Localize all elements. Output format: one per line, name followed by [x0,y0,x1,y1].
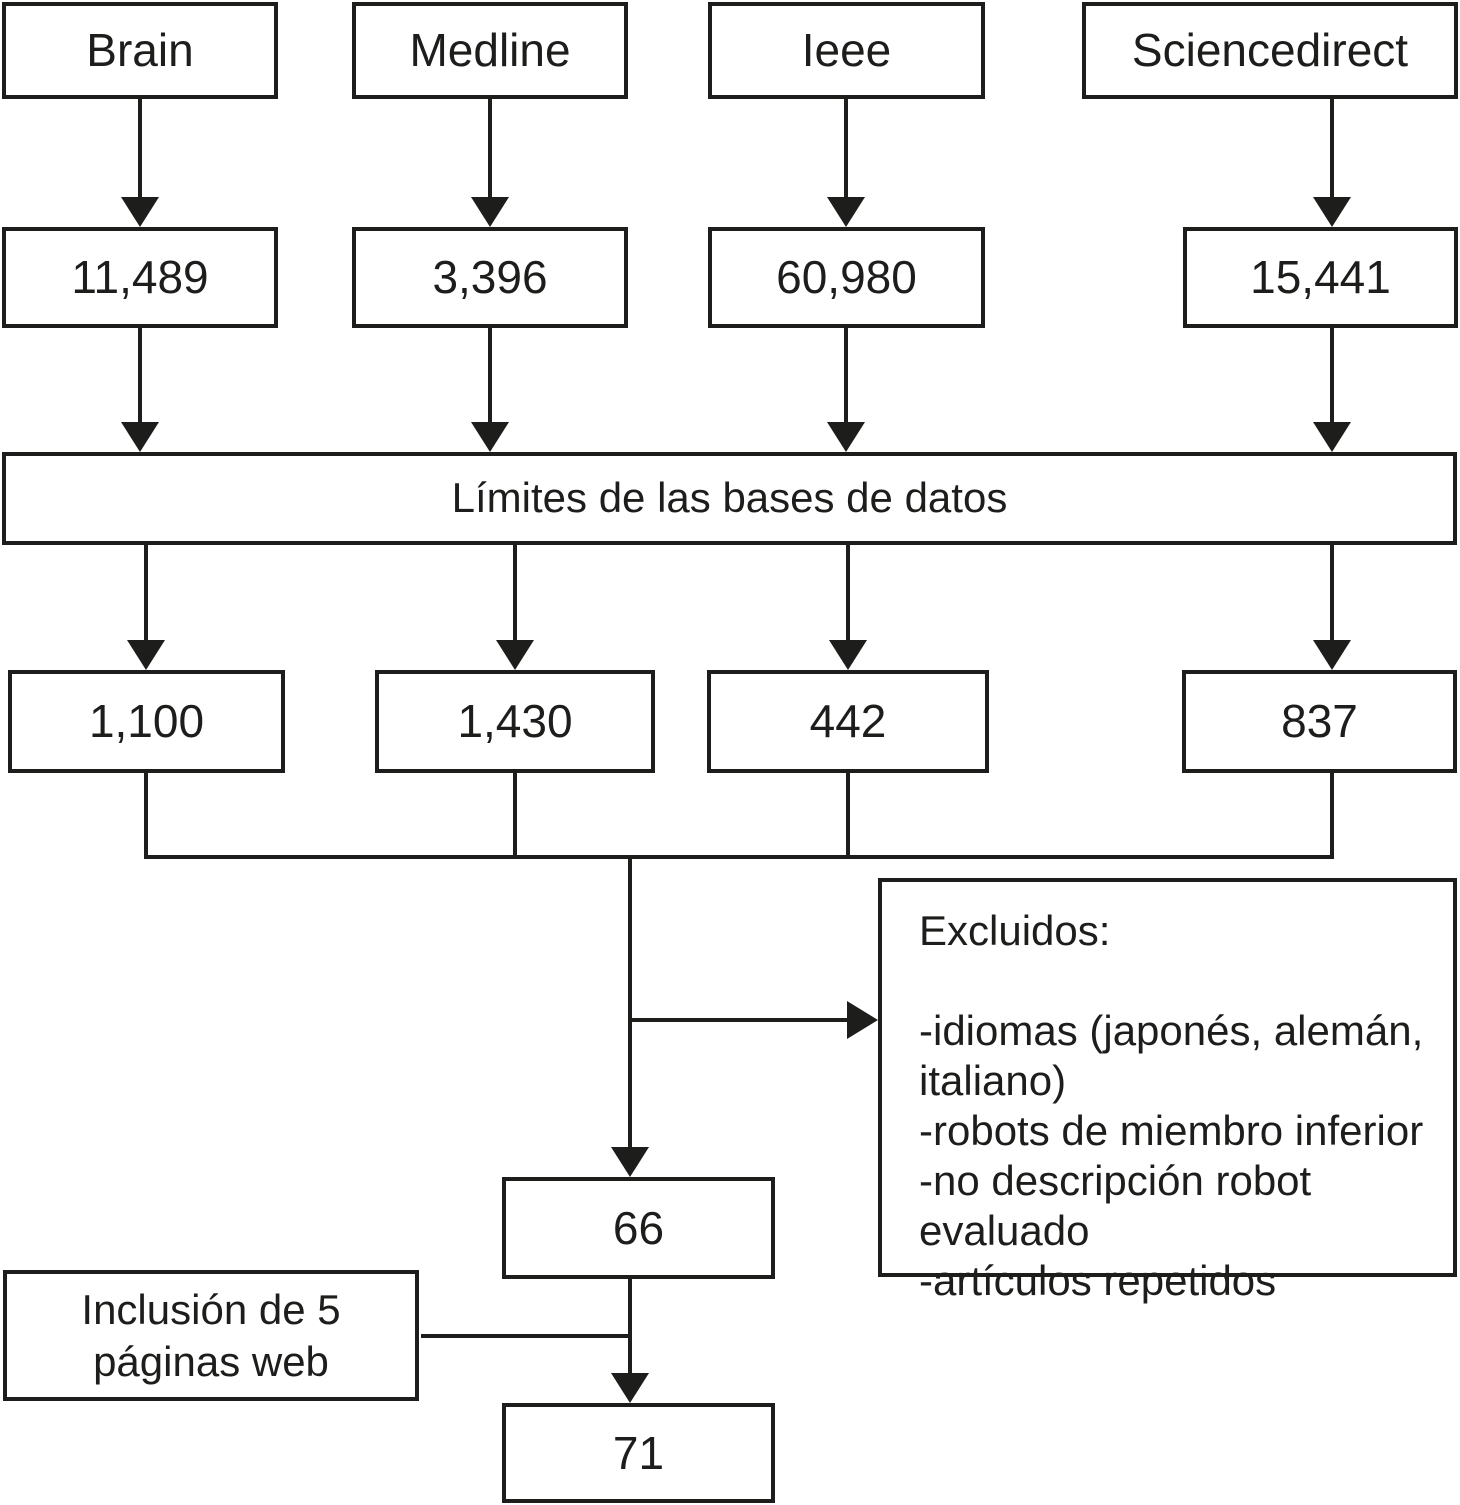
arrow-limits-to-sciencedirect-filtered [1313,545,1351,670]
count-value: 15,441 [1250,251,1391,304]
count-value: 66 [612,1201,665,1254]
limits-bar: Límites de las bases de datos [2,452,1457,545]
excluded-title: Excluidos: [919,907,1111,954]
arrow-sciencedirect-count-to-limits [1313,328,1351,452]
arrow-ieee-to-count [827,99,865,227]
source-box-ieee: Ieee [708,2,985,99]
source-box-sciencedirect: Sciencedirect [1082,2,1458,99]
count-box-medline-initial: 3,396 [352,227,628,328]
arrow-66-to-71 [611,1279,649,1403]
count-box-sciencedirect-filtered: 837 [1182,670,1457,773]
excluded-box: Excluidos: -idiomas (japonés, alemán, it… [878,878,1457,1304]
arrow-merge-to-66 [611,855,649,1177]
source-label: Brain [86,24,194,77]
arrow-limits-to-ieee-filtered [829,545,867,670]
count-box-brain-initial: 11,489 [2,227,278,328]
arrow-limits-to-medline-filtered [496,545,534,670]
arrow-brain-count-to-limits [121,328,159,452]
count-value: 1,100 [88,695,205,748]
count-value: 3,396 [432,251,548,304]
count-box-ieee-initial: 60,980 [708,227,985,328]
count-value: 11,489 [71,251,209,304]
arrow-ieee-count-to-limits [827,328,865,452]
excluded-line: italiano) [919,1057,1067,1104]
arrow-sciencedirect-to-count [1313,99,1351,227]
source-box-medline: Medline [352,2,628,99]
count-box-sciencedirect-initial: 15,441 [1183,227,1458,328]
excluded-line: evaluado [919,1207,1090,1254]
web-inclusion-line: Inclusión de 5 [81,1285,341,1333]
count-value: 71 [612,1426,665,1479]
arrow-medline-count-to-limits [471,328,509,452]
arrow-to-excluded [628,1001,878,1039]
arrow-limits-to-brain-filtered [127,545,165,670]
web-inclusion-line: páginas web [93,1337,329,1385]
source-label: Sciencedirect [1131,24,1409,77]
count-value: 442 [809,695,887,748]
count-value: 60,980 [776,251,917,304]
source-label: Medline [409,24,571,77]
web-inclusion-box: Inclusión de 5 páginas web [3,1270,419,1401]
source-box-brain: Brain [2,2,278,99]
excluded-line: -no descripción robot [919,1157,1312,1204]
arrow-medline-to-count [471,99,509,227]
count-box-final: 71 [502,1403,775,1503]
count-box-medline-filtered: 1,430 [375,670,655,773]
count-value: 837 [1281,695,1358,748]
excluded-line: -artículos repetidos [919,1257,1277,1304]
arrow-brain-to-count [121,99,159,227]
excluded-line: -idiomas (japonés, alemán, [919,1007,1424,1054]
source-label: Ieee [801,24,892,77]
count-box-ieee-filtered: 442 [707,670,989,773]
count-box-brain-filtered: 1,100 [8,670,285,773]
excluded-line: -robots de miembro inferior [919,1107,1424,1154]
convergence-lines [144,773,1334,859]
count-box-merged: 66 [502,1177,775,1279]
count-value: 1,430 [457,695,573,748]
limits-label: Límites de las bases de datos [451,474,1008,522]
